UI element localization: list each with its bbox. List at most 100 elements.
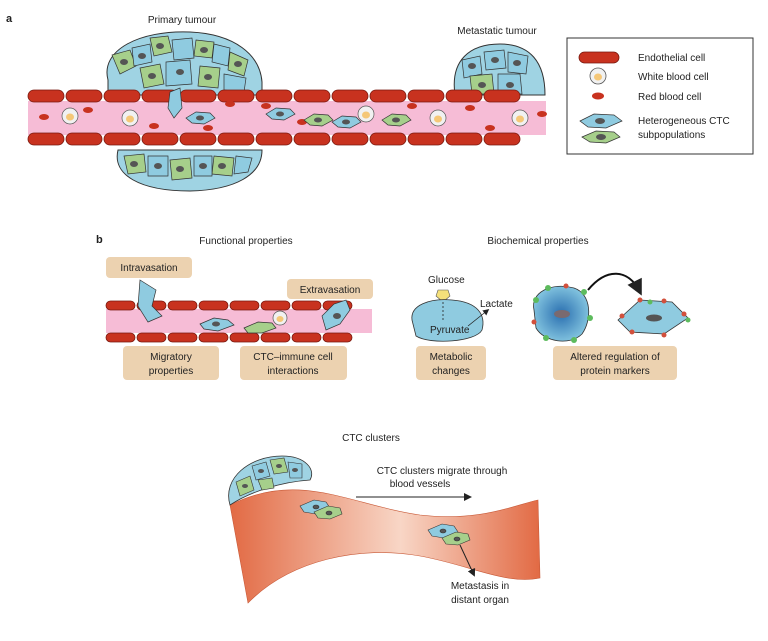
panel-b-letter: b bbox=[96, 234, 103, 246]
intravasating-ctc bbox=[137, 279, 163, 323]
red-blood-cell bbox=[465, 105, 475, 111]
endothelial-cell bbox=[141, 132, 179, 146]
ctc-immune-interactions-box bbox=[240, 346, 347, 380]
extravasation-box bbox=[287, 279, 373, 299]
metabolic-changes-line2: changes bbox=[432, 366, 470, 377]
endothelial-cell bbox=[27, 132, 65, 146]
glucose-transporter-icon bbox=[435, 289, 451, 303]
red-blood-cell bbox=[537, 111, 547, 117]
clusters-vessel bbox=[229, 489, 541, 604]
panel-a-letter: a bbox=[6, 13, 13, 25]
migrate-label-line2: blood vessels bbox=[390, 479, 451, 490]
blood-vessel-b bbox=[105, 279, 372, 343]
primary-tumour bbox=[106, 31, 263, 192]
pyruvate-label: Pyruvate bbox=[430, 325, 470, 336]
endothelial-row-bottom-b bbox=[105, 332, 353, 343]
legend-endothelial-label: Endothelial cell bbox=[638, 53, 705, 64]
endothelial-cell bbox=[65, 132, 103, 146]
endothelial-cell bbox=[65, 89, 103, 103]
intravasating-ctc-a bbox=[167, 87, 183, 119]
ctc-clusters-title: CTC clusters bbox=[342, 433, 400, 444]
primary-tumour-label: Primary tumour bbox=[148, 15, 217, 26]
endothelial-cell bbox=[369, 132, 407, 146]
endothelial-cell bbox=[407, 89, 445, 103]
ctc-cluster-1 bbox=[299, 499, 343, 520]
blood-vessel-a bbox=[27, 87, 547, 146]
endothelial-row-bottom bbox=[27, 132, 521, 146]
red-blood-cell bbox=[485, 125, 495, 131]
migratory-properties-line2: properties bbox=[149, 366, 193, 377]
ctc-cluster-2 bbox=[427, 523, 471, 546]
white-blood-cell-nucleus bbox=[126, 115, 134, 123]
protein-marker-cells bbox=[531, 272, 691, 343]
altered-regulation-line2: protein markers bbox=[580, 366, 649, 377]
legend-endothelial-swatch bbox=[578, 51, 620, 64]
metabolic-changes-line1: Metabolic bbox=[430, 352, 473, 363]
endothelial-cell bbox=[105, 332, 136, 343]
ctc-nucleus bbox=[314, 117, 322, 123]
endothelial-cell bbox=[407, 132, 445, 146]
endothelial-cell bbox=[217, 89, 255, 103]
endothelial-cell bbox=[105, 300, 136, 311]
legend: Endothelial cell White blood cell Red bl… bbox=[566, 37, 754, 155]
endothelial-cell bbox=[179, 89, 217, 103]
lactate-label: Lactate bbox=[480, 299, 513, 310]
endothelial-cell bbox=[198, 300, 229, 311]
endothelial-cell bbox=[445, 132, 483, 146]
intravasation-label: Intravasation bbox=[120, 263, 177, 274]
red-blood-cell bbox=[149, 123, 159, 129]
red-blood-cell bbox=[225, 101, 235, 107]
endothelial-cell bbox=[167, 300, 198, 311]
endothelial-cell bbox=[293, 132, 331, 146]
ctc-immune-interactions-line1: CTC–immune cell bbox=[253, 352, 332, 363]
white-blood-cell-nucleus bbox=[66, 113, 74, 121]
endothelial-cell bbox=[322, 332, 353, 343]
red-blood-cell bbox=[39, 114, 49, 120]
legend-rbc-swatch bbox=[592, 92, 604, 100]
red-blood-cell bbox=[83, 107, 93, 113]
ctc-nucleus bbox=[392, 117, 400, 123]
endothelial-cell bbox=[331, 89, 369, 103]
legend-wbc-nucleus bbox=[594, 73, 602, 81]
legend-wbc-label: White blood cell bbox=[638, 72, 709, 83]
endothelial-cell bbox=[291, 332, 322, 343]
metastasis-arrow-icon bbox=[459, 544, 476, 577]
endothelial-cell bbox=[167, 332, 198, 343]
metastatic-tumour-label: Metastatic tumour bbox=[457, 26, 537, 37]
white-blood-cell-nucleus bbox=[434, 115, 442, 123]
red-blood-cell bbox=[407, 103, 417, 109]
endothelial-cell bbox=[483, 132, 521, 146]
biochemical-properties-title: Biochemical properties bbox=[487, 236, 588, 247]
functional-properties-title: Functional properties bbox=[199, 236, 292, 247]
legend-ctc-label-1: Heterogeneous CTC bbox=[638, 116, 730, 127]
red-blood-cell bbox=[261, 103, 271, 109]
endothelial-cell bbox=[260, 300, 291, 311]
ctc-immune-interactions-line2: interactions bbox=[267, 366, 318, 377]
endothelial-cell bbox=[255, 132, 293, 146]
metastasis-label-line1: Metastasis in bbox=[451, 581, 509, 592]
endothelial-cell bbox=[27, 89, 65, 103]
endothelial-cell bbox=[229, 300, 260, 311]
glucose-label: Glucose bbox=[428, 275, 465, 286]
endothelial-cell bbox=[483, 89, 521, 103]
red-blood-cell bbox=[203, 125, 213, 131]
altered-regulation-box bbox=[553, 346, 677, 380]
white-blood-cell-nucleus bbox=[516, 115, 524, 123]
endothelial-row-top bbox=[27, 89, 521, 103]
migrate-label-line1: CTC clusters migrate through bbox=[377, 466, 508, 477]
endothelial-cell bbox=[103, 132, 141, 146]
endothelial-cell bbox=[369, 89, 407, 103]
endothelial-cell bbox=[293, 89, 331, 103]
endothelial-cell bbox=[103, 89, 141, 103]
white-blood-cell-nucleus bbox=[362, 111, 370, 119]
metabolic-cell: Glucose Pyruvate Lactate bbox=[411, 275, 513, 342]
cluster-source-tumour bbox=[228, 455, 312, 506]
vessel-contents-a bbox=[39, 87, 547, 131]
ctc-nucleus bbox=[196, 115, 204, 121]
endothelial-cell bbox=[136, 332, 167, 343]
legend-ctc-label-2: subpopulations bbox=[638, 130, 705, 141]
metabolic-changes-box bbox=[416, 346, 486, 380]
endothelial-cell bbox=[255, 89, 293, 103]
